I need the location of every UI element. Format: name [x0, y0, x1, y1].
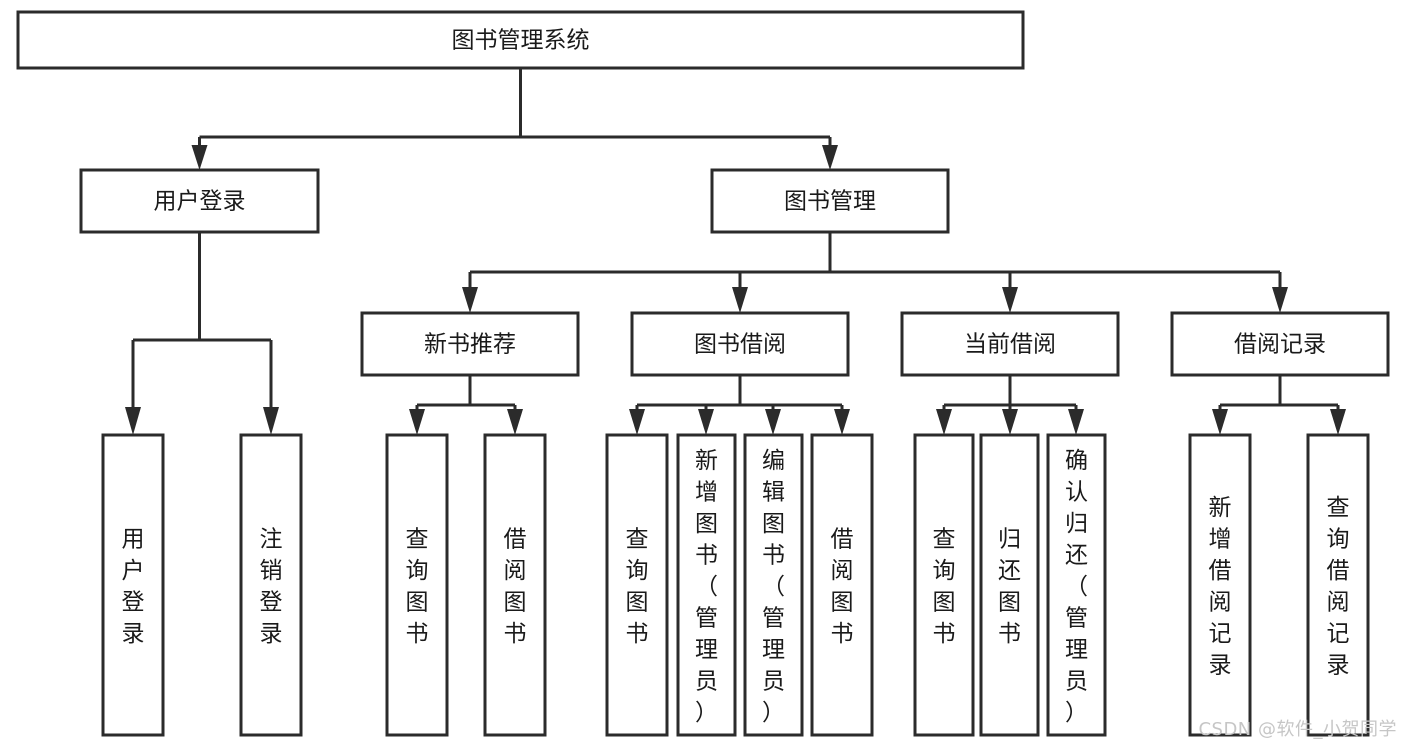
node-user-login[interactable]: 用户登录	[79, 168, 320, 234]
node-borrow-record-box[interactable]	[1170, 311, 1390, 377]
leaf-node-box[interactable]	[483, 433, 547, 737]
leaf-node-label: 查询借阅记录	[1327, 495, 1350, 679]
leaf-node-label: 借阅图书	[504, 527, 527, 648]
leaf-node[interactable]: 查询图书	[605, 433, 669, 737]
arrowhead-newbook-leaf-2	[507, 409, 523, 435]
leaf-node-box[interactable]	[239, 433, 303, 737]
leaf-node-label: 查询图书	[626, 527, 649, 648]
leaf-node-label: 查询图书	[933, 527, 956, 648]
arrowhead-level3-2	[732, 287, 748, 313]
leaf-node-label: 注销登录	[260, 527, 283, 648]
node-root[interactable]: 图书管理系统	[16, 10, 1025, 70]
arrowhead-borrow-leaf-3	[765, 409, 781, 435]
leaf-node-box[interactable]	[605, 433, 669, 737]
leaf-node-label: 编辑图书（管理员）	[762, 448, 785, 726]
node-root-box[interactable]	[16, 10, 1025, 70]
leaf-node[interactable]: 新增借阅记录	[1188, 433, 1252, 737]
node-new-book-recommend[interactable]: 新书推荐	[360, 311, 580, 377]
node-book-management-box[interactable]	[710, 168, 950, 234]
leaf-node-box[interactable]	[1046, 433, 1107, 737]
node-book-borrow-label: 图书借阅	[694, 332, 786, 358]
leaf-node[interactable]: 借阅图书	[483, 433, 547, 737]
arrowhead-current-leaf-1	[936, 409, 952, 435]
arrowhead-newbook-leaf-1	[409, 409, 425, 435]
leaf-node[interactable]: 注销登录	[239, 433, 303, 737]
node-current-borrow-label: 当前借阅	[964, 332, 1056, 358]
leaf-node-box[interactable]	[979, 433, 1040, 737]
leaf-node-box[interactable]	[913, 433, 975, 737]
leaf-node-label: 归还图书	[998, 527, 1021, 648]
node-borrow-record[interactable]: 借阅记录	[1170, 311, 1390, 377]
arrowhead-login-leaf-2	[263, 407, 279, 435]
arrowhead-borrow-leaf-1	[629, 409, 645, 435]
leaf-node[interactable]: 归还图书	[979, 433, 1040, 737]
node-book-management[interactable]: 图书管理	[710, 168, 950, 234]
leaf-node[interactable]: 用户登录	[101, 433, 165, 737]
leaf-node-box[interactable]	[1188, 433, 1252, 737]
leaf-node[interactable]: 查询借阅记录	[1306, 433, 1370, 737]
node-root-label: 图书管理系统	[452, 28, 590, 54]
node-new-book-recommend-label: 新书推荐	[424, 332, 516, 358]
leaf-node-label: 查询图书	[406, 527, 429, 648]
leaf-node-label: 确认归还（管理员）	[1065, 448, 1088, 726]
arrowhead-login-leaf-1	[125, 407, 141, 435]
arrowhead-root-to-bookmgmt	[822, 145, 838, 170]
leaf-node[interactable]: 查询图书	[385, 433, 449, 737]
node-user-login-label: 用户登录	[154, 189, 246, 215]
leaf-node-label: 借阅图书	[831, 527, 854, 648]
arrowhead-record-leaf-2	[1330, 409, 1346, 435]
arrowhead-borrow-leaf-2	[698, 409, 714, 435]
arrowhead-level3-3	[1002, 287, 1018, 313]
leaf-node-box[interactable]	[810, 433, 874, 737]
arrowhead-level3-4	[1272, 287, 1288, 313]
arrowhead-level3-1	[462, 287, 478, 313]
leaf-node-box[interactable]	[385, 433, 449, 737]
leaf-node[interactable]: 新增图书（管理员）	[676, 433, 737, 737]
leaf-node-box[interactable]	[743, 433, 804, 737]
leaf-node[interactable]: 借阅图书	[810, 433, 874, 737]
arrowhead-current-leaf-2	[1002, 409, 1018, 435]
node-book-management-label: 图书管理	[784, 189, 876, 215]
connector-layer	[125, 68, 1346, 435]
node-borrow-record-label: 借阅记录	[1234, 332, 1326, 358]
node-current-borrow[interactable]: 当前借阅	[900, 311, 1120, 377]
arrowhead-borrow-leaf-4	[834, 409, 850, 435]
leaf-node-layer: 用户登录 注销登录 查询图书 借阅图书 查询图书 新增图书（管理员） 编辑图书（管理员） 借阅…	[101, 433, 1370, 737]
leaf-node[interactable]: 查询图书	[913, 433, 975, 737]
node-current-borrow-box[interactable]	[900, 311, 1120, 377]
node-book-borrow[interactable]: 图书借阅	[630, 311, 850, 377]
leaf-node-label: 用户登录	[122, 527, 145, 648]
node-user-login-box[interactable]	[79, 168, 320, 234]
node-new-book-recommend-box[interactable]	[360, 311, 580, 377]
arrowhead-record-leaf-1	[1212, 409, 1228, 435]
leaf-node-box[interactable]	[676, 433, 737, 737]
leaf-node-box[interactable]	[1306, 433, 1370, 737]
arrowhead-root-to-login	[191, 145, 208, 170]
node-book-borrow-box[interactable]	[630, 311, 850, 377]
arrowhead-current-leaf-3	[1068, 409, 1084, 435]
leaf-node-box[interactable]	[101, 433, 165, 737]
leaf-node-label: 新增图书（管理员）	[695, 448, 718, 726]
leaf-node-label: 新增借阅记录	[1209, 495, 1232, 679]
leaf-node[interactable]: 编辑图书（管理员）	[743, 433, 804, 737]
leaf-node[interactable]: 确认归还（管理员）	[1046, 433, 1107, 737]
